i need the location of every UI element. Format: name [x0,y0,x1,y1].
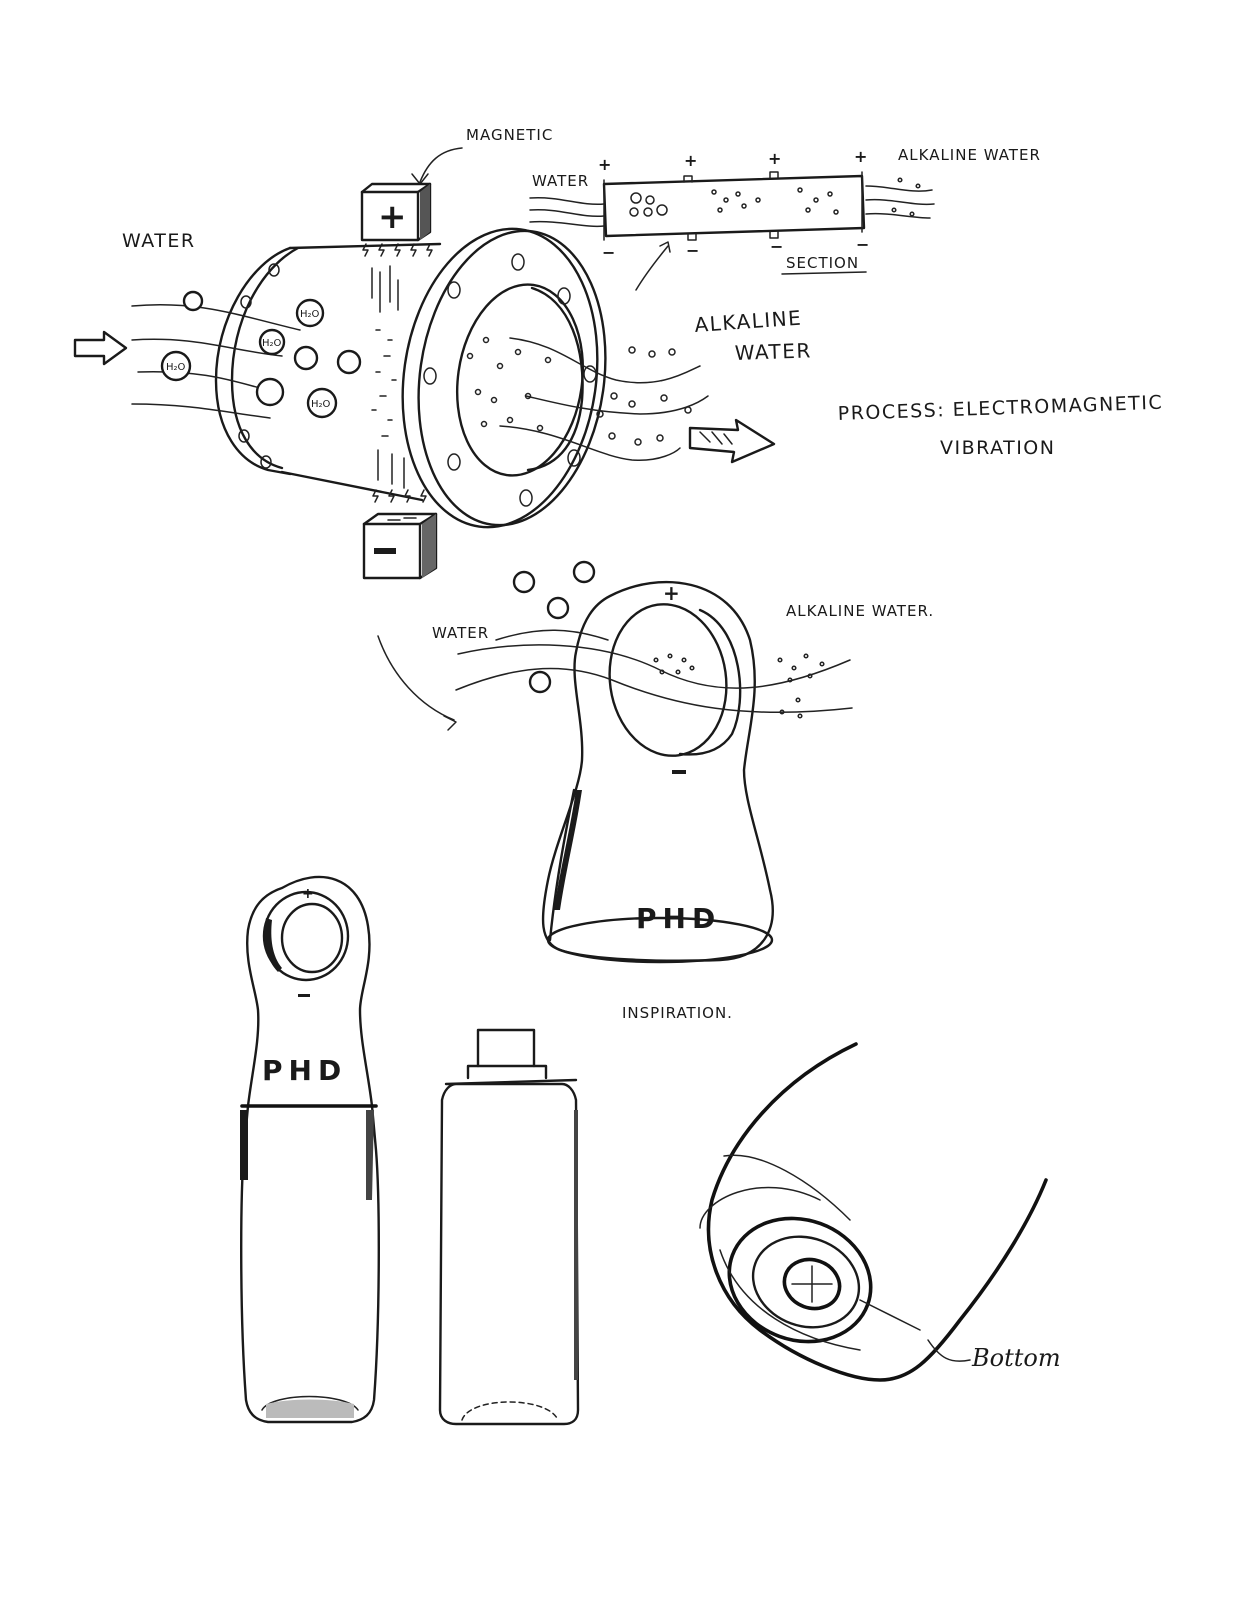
bottle-brand-logo: PHD [262,1054,347,1087]
inspiration-pointer-arrow [377,635,455,721]
cylinder-bottom-edge [280,470,424,502]
spark-row-bottom [372,489,427,503]
svg-text:−: − [856,235,869,254]
cap-minus-sign [298,994,310,997]
bottle-cap-hole [280,902,344,974]
magnetic-cylinder-sketch: MAGNETIC + WATER [73,126,1164,580]
cap-plus-sign: + [302,886,314,902]
inspiration-device-sketch: WATER ALKALINE WATER. + PHD INSPIRATI [377,560,934,1022]
alkaline-label-line1: ALKALINE [694,306,803,337]
bottom-detail-sketch: Bottom [699,1042,1061,1382]
bottom-inner-ring [782,1257,842,1311]
svg-text:+: + [854,147,867,166]
water-flow-lines-in [131,303,301,419]
section-water-label: WATER [532,172,589,190]
water-inflow-arrow-icon [73,330,128,366]
svg-text:H₂O: H₂O [300,309,320,320]
inspiration-water-label: WATER [432,624,489,642]
section-pointer-arrow [635,245,669,291]
device-base-ellipse [546,916,774,964]
svg-text:H₂O: H₂O [262,338,282,349]
inspiration-brand-logo: PHD [636,902,721,935]
alkaline-outflow-arrow-icon [688,418,776,464]
bottom-mid-ring [751,1235,861,1329]
bottle-cap-ring [262,890,350,982]
inspiration-label: INSPIRATION. [622,1004,733,1022]
inspiration-alkaline-label: ALKALINE WATER. [786,602,934,620]
magnetic-pointer-arrow [419,147,463,183]
section-polarity-marks: + + + + − − − − [598,147,869,262]
process-label-line2: VIBRATION [940,437,1055,459]
flow-line-2 [455,667,853,714]
ring-bubbles [653,653,695,675]
section-bubbles [629,187,839,217]
bottle-with-neck [438,1028,580,1426]
svg-text:−: − [686,241,699,260]
cylinder-shading [371,265,405,489]
svg-text:+: + [684,151,697,170]
inspiration-ring-opening [608,603,728,757]
section-label: SECTION [786,254,859,272]
svg-text:−: − [602,243,615,262]
bottom-view-outline [706,1042,1048,1382]
spark-row-top [362,243,433,257]
bottle-body [438,1082,580,1426]
alkaline-label-line2: WATER [734,338,812,365]
cylinder-top-edge [288,242,442,250]
front-flange [401,227,599,529]
section-tube [602,174,866,238]
bottom-outer-ring [727,1216,873,1344]
svg-text:−: − [770,237,783,256]
bottle-neck [476,1028,536,1068]
flange-bolts [238,253,597,507]
bottle-with-ring-cap: + PHD [240,875,380,1424]
bottom-leader-line [927,1339,971,1362]
ring-plus-sign: + [663,581,680,605]
section-diagram: WATER ALKALINE WATER + + + + − − − − [529,146,1041,291]
water-input-label: WATER [122,230,196,252]
plus-sign: + [378,197,407,237]
ring-minus-sign [672,770,686,774]
section-alkaline-label: ALKALINE WATER [898,146,1041,164]
minus-sign [374,548,396,554]
water-flow-lines-out [499,337,709,461]
plus-magnet-cube: + [360,182,432,242]
bottom-label: Bottom [971,1344,1061,1372]
svg-text:H₂O: H₂O [166,362,186,373]
magnetic-label: MAGNETIC [466,126,553,144]
svg-text:H₂O: H₂O [311,399,331,410]
bottle-outline [240,875,380,1424]
back-flange [214,246,292,476]
water-molecules: H₂O H₂O H₂O H₂O [160,290,362,419]
outflow-bubbles [777,653,825,719]
flow-line-1 [457,644,851,689]
svg-text:+: + [768,149,781,168]
minus-magnet-cube [362,512,438,580]
opening-bubbles [466,336,552,432]
process-label-line1: PROCESS: ELECTROMAGNETIC [837,392,1163,425]
svg-text:+: + [598,155,611,174]
